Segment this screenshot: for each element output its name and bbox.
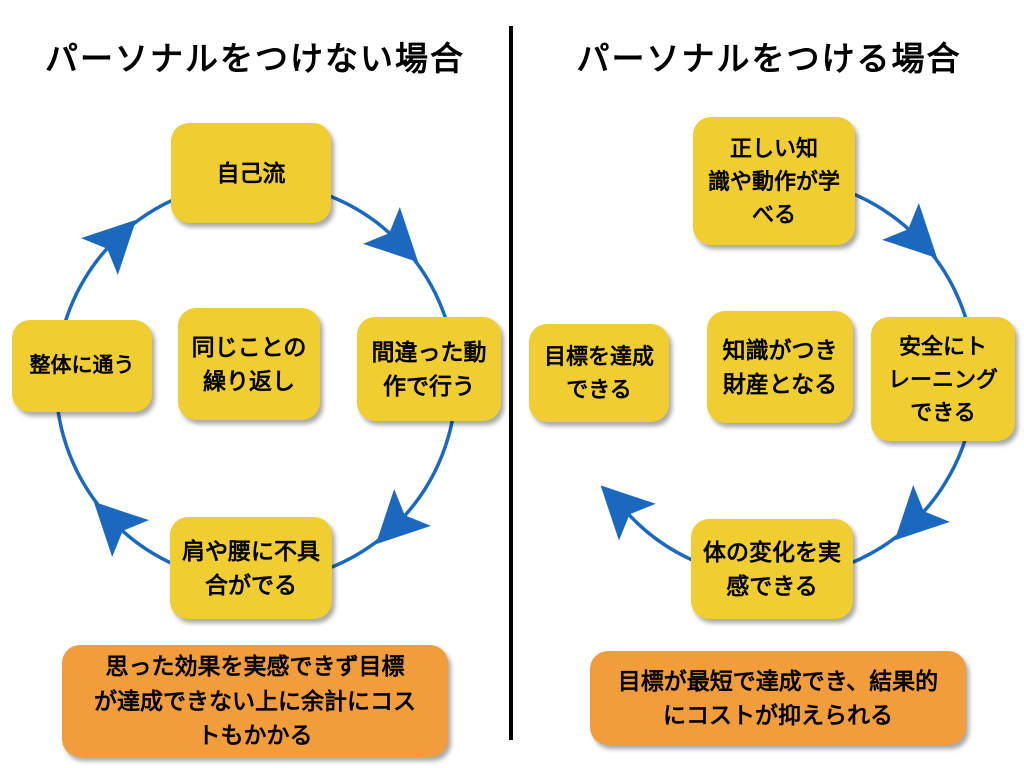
right-cycle-right-box: 安全にト レーニング できる — [871, 317, 1015, 441]
left-panel-title: パーソナルをつけない場合 — [0, 30, 510, 82]
left-cycle-center-box: 同じことの 繰り返し — [178, 308, 320, 420]
right-cycle-left-label: 目標を達成 できる — [543, 344, 654, 402]
right-arrow-southeast-icon — [894, 485, 950, 541]
left-arrow-southeast-icon — [375, 489, 431, 545]
right-cycle-bottom-box: 体の変化を実 感できる — [691, 519, 853, 619]
right-result-label: 目標が最短で達成でき、結果的 にコストが抑えられる — [617, 667, 939, 729]
left-cycle-center-label: 同じことの 繰り返し — [191, 333, 307, 395]
right-result-box: 目標が最短で達成でき、結果的 にコストが抑えられる — [590, 651, 966, 745]
left-arrow-northwest-icon — [81, 219, 137, 275]
right-cycle-right-label: 安全にト レーニング できる — [887, 333, 998, 425]
vertical-divider — [509, 26, 513, 740]
left-arrow-southwest-icon — [93, 501, 149, 557]
left-cycle-bottom-box: 肩や腰に不具 合がでる — [170, 517, 332, 619]
right-panel-title: パーソナルをつける場合 — [514, 30, 1024, 82]
right-cycle-top-label: 正しい知 識や動作が学 べる — [707, 135, 840, 227]
right-panel-title-text: パーソナルをつける場合 — [576, 40, 962, 77]
right-cycle-center-box: 知識がつき 財産となる — [707, 311, 853, 423]
left-cycle-top-box: 自己流 — [171, 123, 331, 223]
right-cycle-top-box: 正しい知 識や動作が学 べる — [693, 117, 855, 245]
right-cycle-center-label: 知識がつき 財産となる — [722, 336, 838, 398]
left-arrow-northeast-icon — [363, 207, 419, 263]
left-cycle-right-label: 間違った動 作で行う — [371, 338, 487, 400]
left-cycle-right-box: 間違った動 作で行う — [357, 317, 501, 421]
right-cycle-left-box: 目標を達成 できる — [529, 324, 669, 422]
left-cycle-bottom-label: 肩や腰に不具 合がでる — [182, 537, 320, 599]
left-cycle-left-box: 整体に通う — [12, 320, 152, 412]
left-panel-title-text: パーソナルをつけない場合 — [45, 40, 465, 77]
left-result-box: 思った効果を実感できず目標 が達成できない上に余計にコス トもかかる — [62, 645, 448, 757]
right-arrow-northeast-icon — [882, 203, 938, 259]
left-cycle-left-label: 整体に通う — [29, 354, 135, 378]
right-cycle-bottom-label: 体の変化を実 感できる — [703, 538, 841, 600]
left-cycle-top-label: 自己流 — [216, 159, 286, 186]
left-result-label: 思った効果を実感できず目標 が達成できない上に余計にコス トもかかる — [94, 653, 416, 749]
